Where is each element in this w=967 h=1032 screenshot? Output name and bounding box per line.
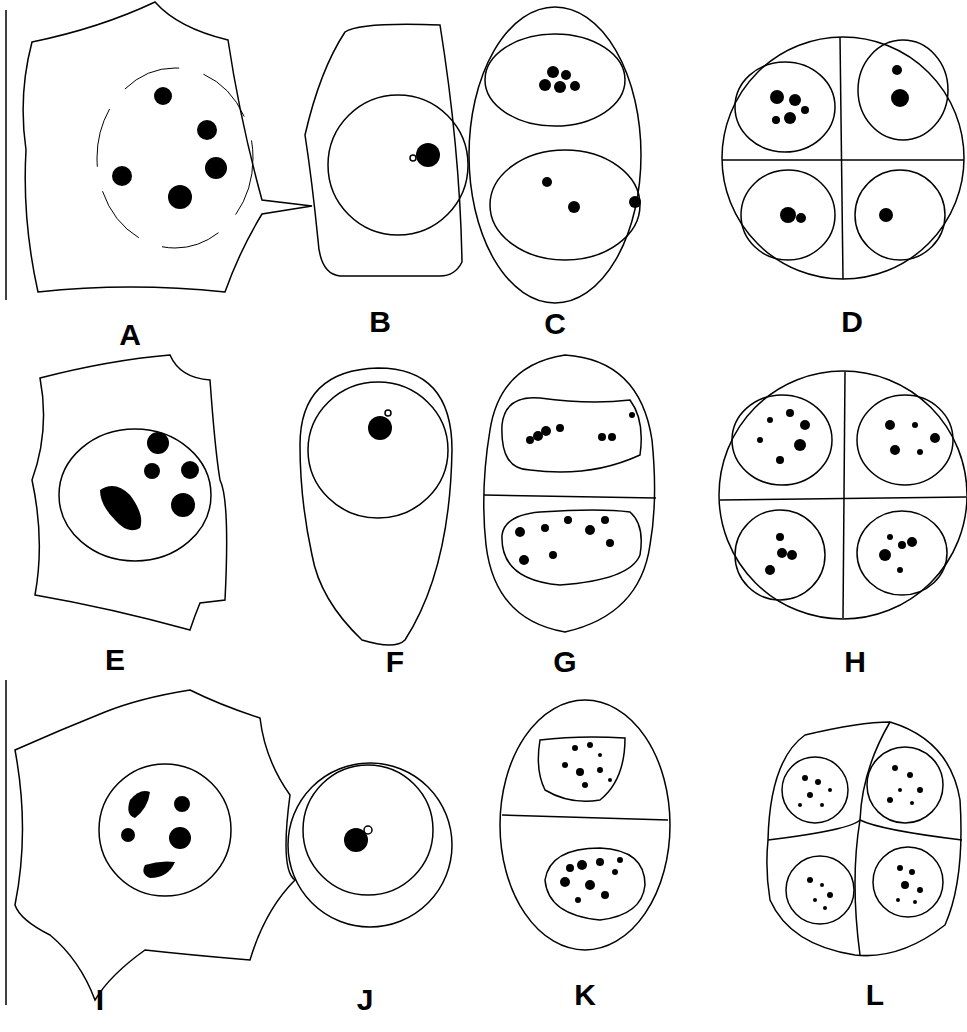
nucleus [857, 395, 953, 485]
cell-plate [768, 820, 962, 840]
nucleus [490, 150, 640, 260]
cell-wall [305, 24, 462, 276]
nucleus [303, 765, 433, 895]
cell-wall [300, 368, 452, 645]
figure-letter: H [844, 647, 866, 677]
nucleolus-vacuole [385, 410, 391, 416]
cell-plate [855, 722, 890, 955]
figure-letter: G [553, 647, 576, 677]
cell-wall [32, 355, 227, 630]
nucleus [782, 757, 848, 823]
figure-letter: C [544, 309, 566, 339]
cell-wall [722, 37, 964, 279]
nucleus [308, 382, 448, 518]
nucleus [857, 511, 947, 595]
nucleus [502, 510, 641, 585]
figure-letter: D [841, 307, 863, 337]
nucleus [735, 510, 825, 600]
figure-letter: I [96, 985, 104, 1015]
nucleus [867, 747, 943, 823]
cell-plate [843, 372, 845, 618]
figure-letter: J [357, 985, 374, 1015]
margin-rule [5, 10, 7, 300]
nucleus [538, 737, 625, 801]
cell-wall [469, 7, 641, 303]
figure-letter: A [119, 320, 141, 350]
nucleus [545, 848, 645, 920]
nucleus [99, 764, 231, 896]
cell-plate [502, 815, 668, 820]
cell-plate [720, 497, 966, 500]
nucleolus-vacuole [410, 155, 416, 161]
nucleus [328, 95, 468, 235]
figure-letter: B [369, 307, 391, 337]
margin-rule [5, 680, 7, 1005]
figure-letter: F [386, 647, 404, 677]
figure-letter: L [866, 980, 884, 1010]
nucleus [741, 170, 835, 260]
cell-plate [840, 37, 843, 279]
nucleus [485, 34, 625, 126]
figure-letter: E [105, 645, 125, 675]
nucleus [59, 429, 211, 561]
cell-wall [23, 2, 312, 292]
cell-wall [500, 700, 670, 950]
figure-letter: K [574, 980, 596, 1010]
cell-wall [767, 722, 961, 956]
nucleus [97, 68, 253, 248]
cell-plate [722, 159, 964, 161]
nucleoli [100, 65, 940, 910]
cell-wall [484, 355, 655, 632]
nucleus [873, 847, 943, 917]
nucleus [855, 170, 945, 260]
cell-wall [15, 690, 295, 1000]
nucleus [786, 856, 854, 924]
nucleus [858, 40, 948, 140]
nucleus [735, 62, 835, 152]
cell-plate [484, 495, 656, 498]
cell-wall [288, 763, 452, 927]
nucleus [732, 395, 832, 485]
cell-wall [719, 371, 967, 619]
nucleus [502, 398, 641, 472]
